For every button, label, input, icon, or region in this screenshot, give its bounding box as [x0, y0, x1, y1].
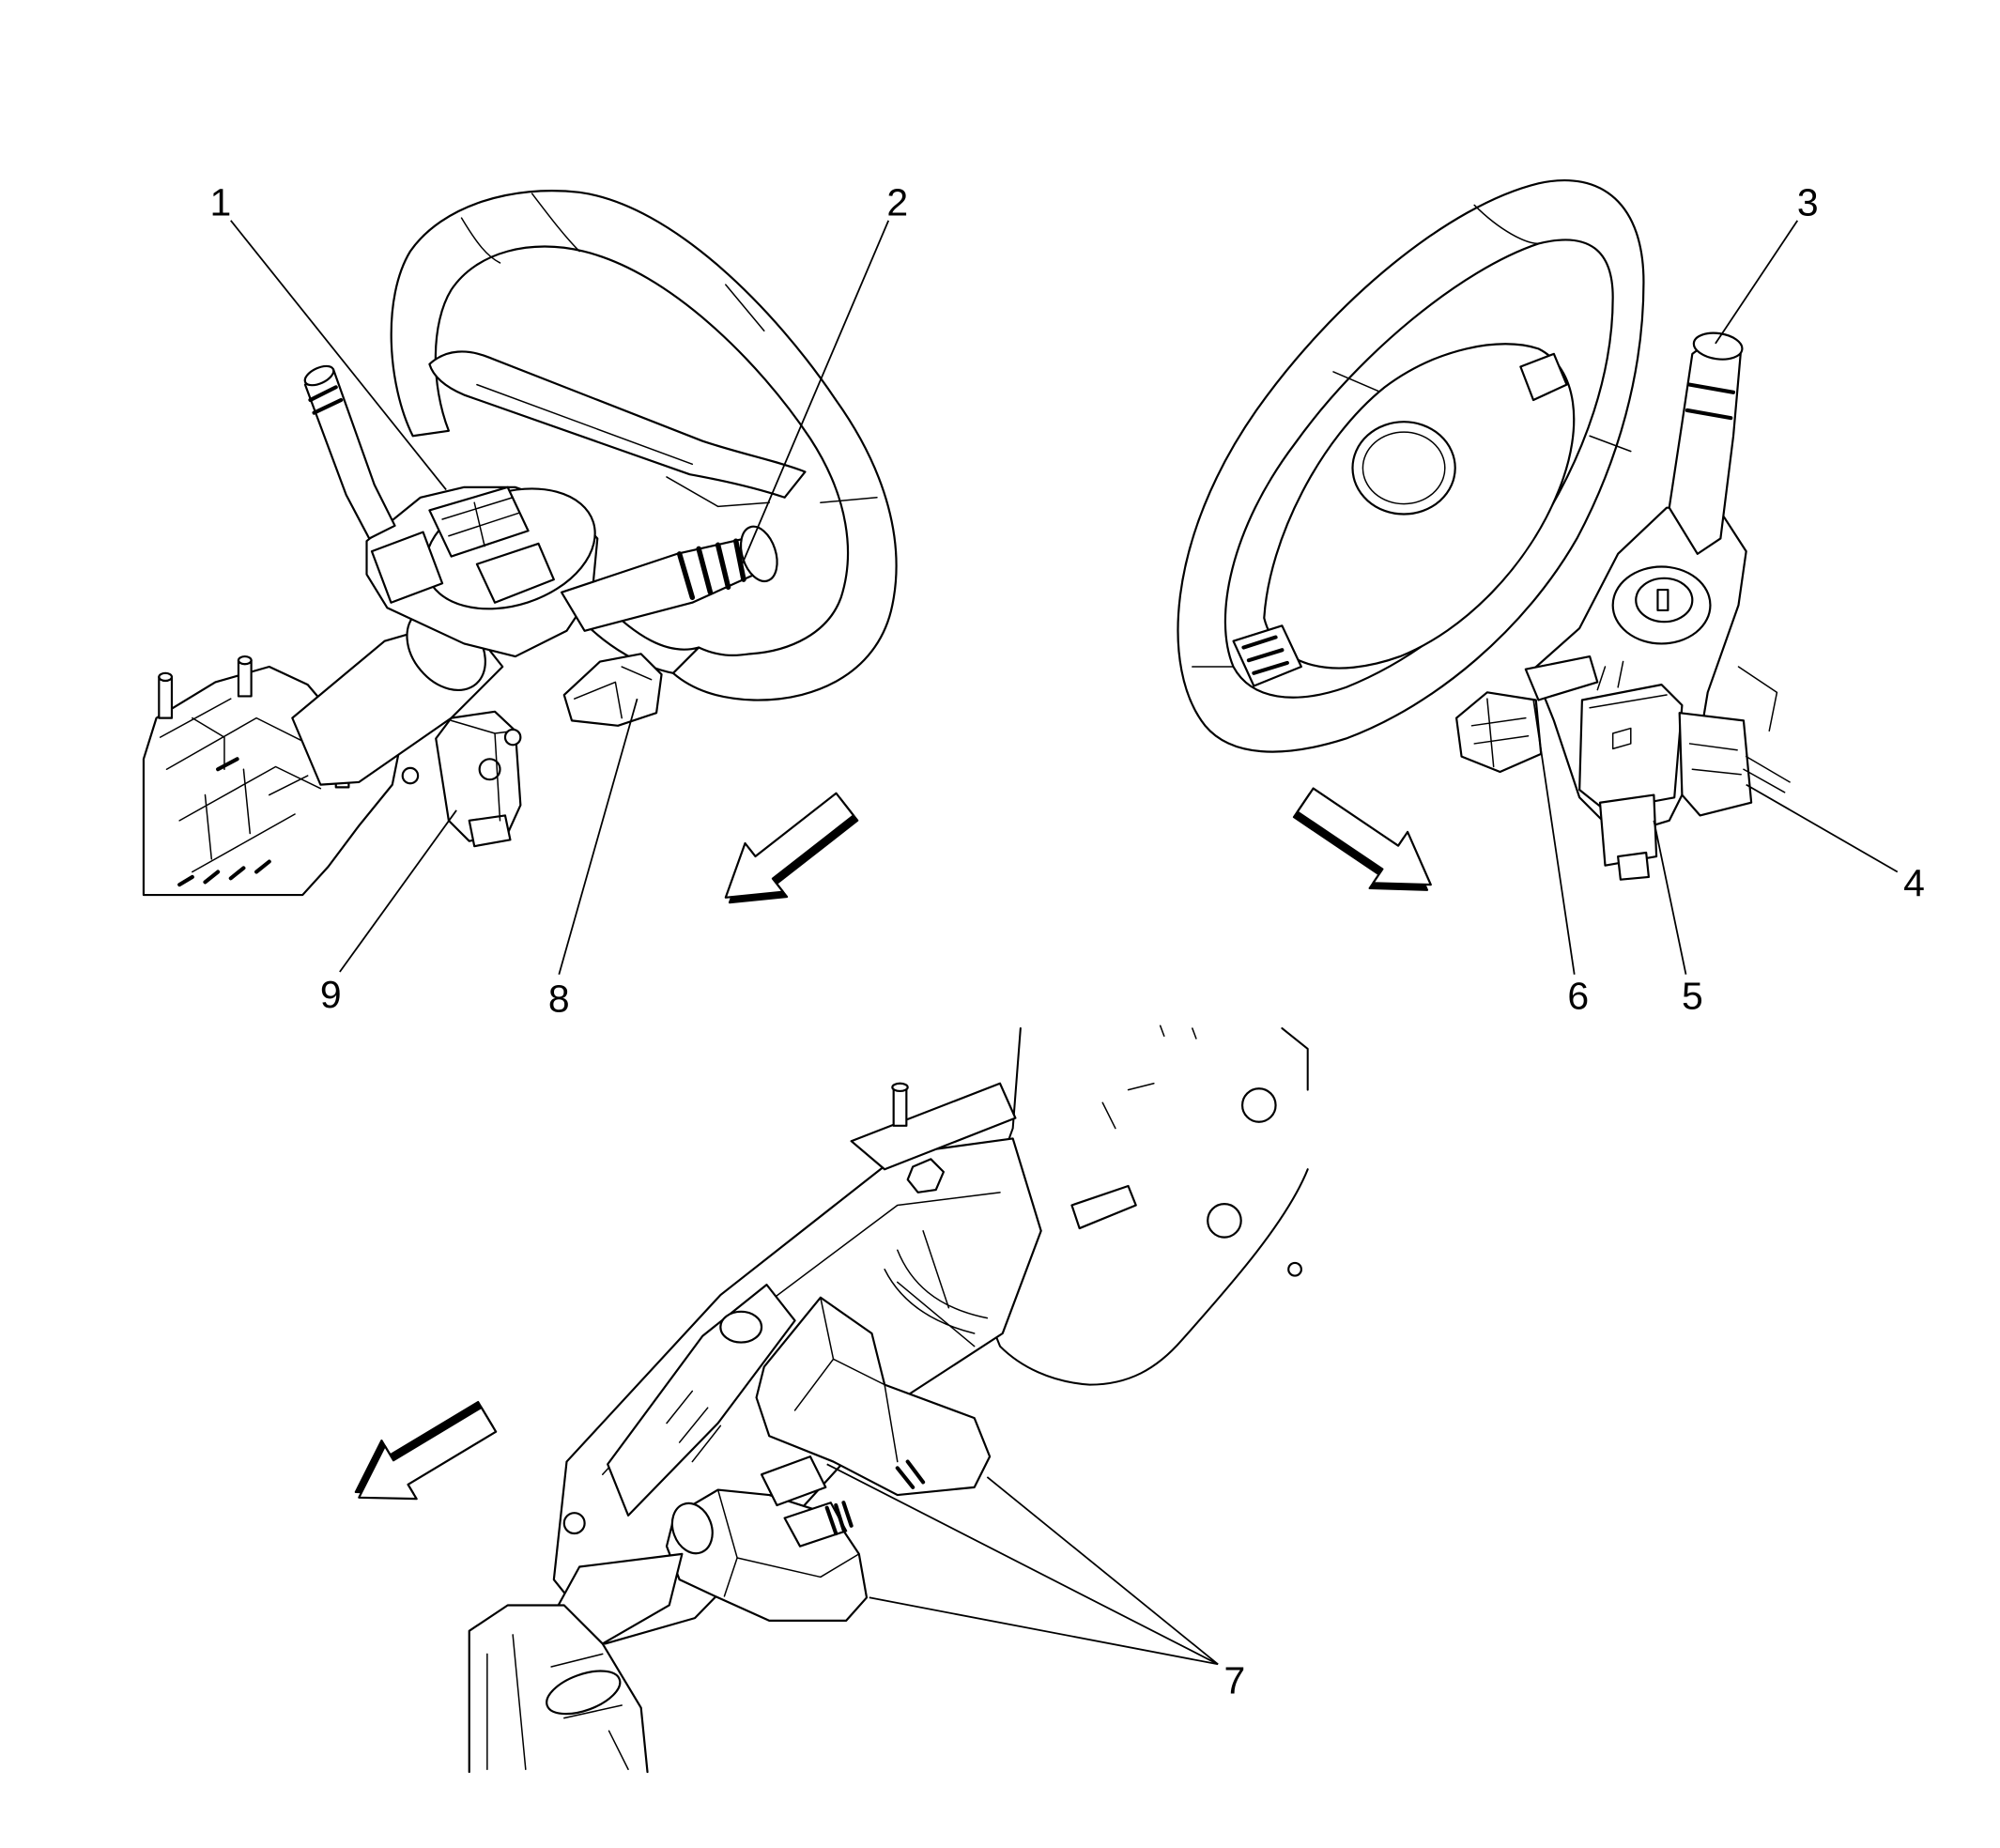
lock-module-plug [1617, 851, 1650, 881]
horn-pad-emblem [1351, 421, 1456, 516]
direction-arrow-icon [354, 1400, 498, 1501]
direction-arrow-icon [1292, 787, 1432, 891]
universal-joint [546, 1670, 622, 1716]
fastener-icon [401, 766, 420, 785]
bracket-details [159, 698, 322, 873]
switch-side-block [370, 531, 444, 604]
switch-connector-block [475, 542, 555, 604]
steering-wheel-rim [1177, 178, 1645, 753]
callout-2: 2 [886, 180, 908, 223]
panel-hole-icon [1240, 1087, 1277, 1123]
wiper-switch-lever [1668, 337, 1743, 555]
turn-signal-lever-bands [676, 538, 746, 601]
ignition-switch-hole [478, 758, 501, 781]
telescope-motor-details [716, 1488, 860, 1597]
view-top-right [1177, 178, 1791, 881]
column-connector-details [1688, 743, 1742, 776]
tilt-motor-vents [895, 1459, 926, 1489]
wire-harness [884, 1249, 989, 1334]
steering-wheel-rim [390, 190, 898, 701]
wiper-lever-end-cap [303, 364, 335, 387]
callout-1: 1 [209, 180, 231, 223]
bracket-ring [719, 1310, 763, 1344]
panel-slot [1070, 1184, 1137, 1230]
tilt-motor-details [793, 1297, 899, 1463]
hub-detail-line [476, 383, 770, 508]
left-spoke-switch-buttons [1241, 635, 1289, 675]
steering-wheel-control-connector [562, 653, 663, 727]
bracket-ribs [177, 757, 271, 887]
telescope-motor-end [670, 1502, 714, 1555]
steering-shaft-details [486, 1634, 629, 1771]
fastener-icon [503, 728, 522, 747]
steering-wheel-rim-seams [460, 192, 878, 503]
hex-nut-icon [906, 1158, 946, 1194]
wiper-lever-end-cap [1692, 331, 1744, 361]
ignition-switch-plug [468, 814, 512, 848]
callouts: 1 2 3 4 5 6 7 8 9 [209, 180, 1924, 1702]
steering-wheel-hub [428, 350, 807, 499]
view-top-left [142, 190, 898, 897]
upper-mounting-bracket [850, 1082, 1017, 1171]
bolt-icon [562, 1512, 586, 1535]
callout-5: 5 [1682, 975, 1703, 1018]
leader-line-7 [826, 1463, 1219, 1666]
steering-column-connector [1678, 712, 1753, 817]
leader-line-1 [230, 220, 447, 491]
horn-pad-emblem-inner [1362, 431, 1446, 505]
wiper-lever-grip [308, 385, 344, 415]
instrument-panel-support-fill [974, 1028, 1308, 1385]
motor-connector-pins [824, 1501, 854, 1536]
steering-wheel-rim-seams [1192, 204, 1632, 668]
callout-7: 7 [1223, 1659, 1245, 1702]
leader-line-4 [1746, 783, 1899, 873]
turn-signal-lever-end-cap [739, 525, 778, 583]
panel-hidden-lines [1101, 1024, 1197, 1130]
callout-8: 8 [548, 977, 570, 1020]
panel-hole-icon [1207, 1203, 1242, 1239]
lower-bracket [1455, 691, 1543, 774]
leader-line-7 [869, 1596, 1219, 1666]
motor-connector [760, 1455, 827, 1507]
leader-line-9 [339, 809, 457, 973]
callout-4: 4 [1903, 861, 1925, 904]
leader-line-2 [740, 220, 890, 567]
wiper-lever-grip [1685, 382, 1736, 421]
clockspring-connector [1524, 654, 1599, 701]
leader-line-8 [558, 698, 638, 975]
lock-module-lower-block [1598, 793, 1658, 867]
key-slot-icon [1656, 588, 1669, 612]
leader-line-6 [1532, 699, 1576, 975]
callout-9: 9 [320, 973, 342, 1016]
leader-line-3 [1715, 220, 1799, 345]
leader-lines [230, 220, 1899, 1666]
panel-hole-icon [1287, 1261, 1302, 1277]
lower-bracket-details [1470, 698, 1530, 768]
tilt-motor [755, 1296, 992, 1497]
column-wiring [1737, 666, 1791, 793]
clockspring-connector-details [441, 497, 520, 547]
leader-line-7 [986, 1476, 1219, 1665]
direction-arrow-icon [724, 792, 859, 904]
leader-line-5 [1653, 820, 1687, 975]
callout-3: 3 [1797, 180, 1819, 223]
bracket-stud-icon [891, 1082, 909, 1127]
view-bottom [468, 1024, 1309, 1774]
callout-6: 6 [1567, 975, 1589, 1018]
side-bracket-slots [666, 1390, 722, 1463]
right-spoke-switch [1519, 352, 1568, 402]
control-connector-details [573, 666, 653, 719]
lock-module-details [1589, 660, 1668, 750]
steering-column-lock-module [1578, 684, 1684, 812]
